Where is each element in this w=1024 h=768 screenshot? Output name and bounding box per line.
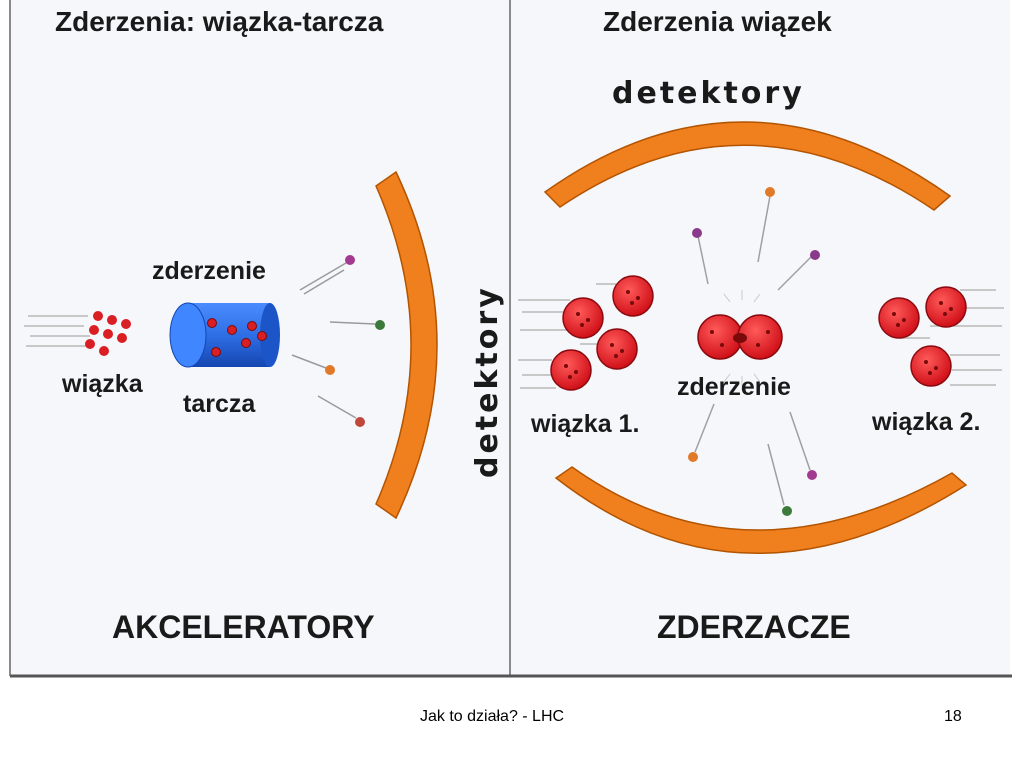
target-label: tarcza (183, 390, 256, 418)
collision-burst-lines (723, 290, 761, 386)
left-beam-label: wiązka (62, 370, 143, 398)
right-scattered-particles (688, 187, 820, 516)
footer-title: Jak to działa? - LHC (420, 708, 565, 725)
target-cylinder (169, 302, 280, 368)
colliding-bunches (697, 314, 783, 360)
left-beam-motion-lines (24, 315, 90, 347)
beam1-label: wiązka 1. (531, 410, 640, 438)
right-scattered-tracks (694, 195, 813, 506)
left-scattered-particles (325, 255, 385, 427)
right-detectors-label: detektory (612, 76, 805, 111)
right-detector-bottom-arc (554, 466, 968, 554)
right-panel-title: Zderzenia wiązek (603, 6, 832, 37)
left-beam-particles (85, 311, 131, 356)
right-collision-label: zderzenie (677, 373, 791, 401)
right-caption: ZDERZACZE (657, 609, 851, 645)
left-panel-title: Zderzenia: wiązka-tarcza (55, 6, 384, 37)
beam1-motion-lines (518, 283, 616, 389)
beam2-label: wiązka 2. (872, 408, 981, 436)
left-scattered-tracks (291, 262, 376, 419)
page-number: 18 (944, 708, 962, 725)
diagram: Zderzenia: wiązka-tarcza Zderzenia wiąze… (9, 0, 1012, 678)
diagram-graphics (9, 0, 1012, 678)
left-detectors-label: detektory (470, 285, 505, 478)
left-detector-arc (375, 170, 438, 520)
right-detector-top-arc (543, 121, 952, 211)
left-caption: AKCELERATORY (112, 609, 375, 645)
left-collision-label: zderzenie (152, 257, 266, 285)
beam2-bunches (878, 286, 967, 387)
beam1-bunches (550, 275, 654, 391)
